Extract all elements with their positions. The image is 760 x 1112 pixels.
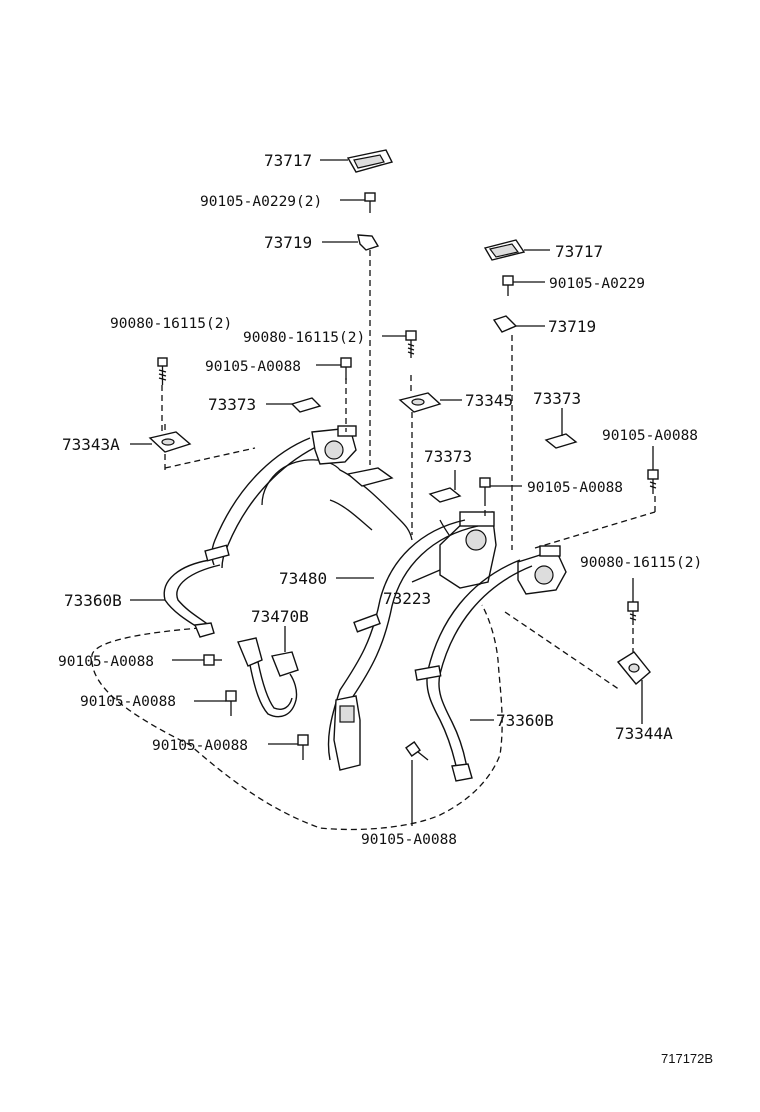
part-label-73717-right: 73717 xyxy=(555,242,603,261)
buckle-73470b-icon xyxy=(237,637,299,718)
part-label-73343a: 73343A xyxy=(62,435,120,454)
center-belt-73480 xyxy=(327,511,497,771)
part-label-90080-16115-right: 90080-16115(2) xyxy=(580,555,702,571)
retractor-right-icon xyxy=(517,545,567,595)
bolt-icon xyxy=(203,654,222,666)
anchor-plate-73344a-icon xyxy=(616,651,651,685)
part-label-73345: 73345 xyxy=(465,391,513,410)
center-anchor-group xyxy=(382,330,462,535)
top-left-cover-group xyxy=(320,149,394,487)
part-label-90105-a0088-left-1: 90105-A0088 xyxy=(58,654,154,670)
cover-73717-icon xyxy=(346,149,394,173)
bolt-icon xyxy=(627,601,639,625)
part-label-90080-16115-center: 90080-16115(2) xyxy=(243,330,365,346)
part-label-73373-center: 73373 xyxy=(424,447,472,466)
top-right-cover-group xyxy=(483,239,550,333)
bolt-icon xyxy=(340,357,352,380)
part-label-73360b-right: 73360B xyxy=(496,711,554,730)
part-label-90105-a0088-right: 90105-A0088 xyxy=(602,428,698,444)
part-label-73470b: 73470B xyxy=(251,607,309,626)
bolt-icon xyxy=(647,469,659,494)
bolt-icon xyxy=(225,690,237,716)
part-label-73480: 73480 xyxy=(279,569,327,588)
retractor-left-icon xyxy=(311,425,357,465)
part-label-90105-a0088-upper: 90105-A0088 xyxy=(205,359,301,375)
part-label-73344a: 73344A xyxy=(615,724,673,743)
diagram-reference-code: 717172B xyxy=(661,1051,713,1066)
buckle-center-icon xyxy=(333,695,361,771)
part-label-90105-a0088-bottom: 90105-A0088 xyxy=(361,832,457,848)
bolt-icon xyxy=(364,192,376,213)
bolt-icon xyxy=(297,734,309,760)
part-label-90105-a0088-left-3: 90105-A0088 xyxy=(152,738,248,754)
left-belt-73360b xyxy=(130,425,357,638)
left-lower-buckle-group xyxy=(172,626,429,826)
part-label-90105-a0229: 90105-A0229 xyxy=(549,276,645,292)
left-upper-anchor-group xyxy=(130,357,192,453)
right-lower-anchor-group xyxy=(616,578,651,724)
anchor-plate-73343a-icon xyxy=(148,431,192,453)
cover-73717-icon xyxy=(483,239,526,261)
retractor-center-icon xyxy=(439,511,497,589)
part-label-73373-left: 73373 xyxy=(208,395,256,414)
left-cover-group xyxy=(266,357,352,432)
bolt-icon xyxy=(502,275,514,296)
clip-73719-icon xyxy=(492,315,518,333)
part-label-90105-a0088-left-2: 90105-A0088 xyxy=(80,694,176,710)
right-belt-73360b xyxy=(414,545,567,782)
part-labels: 73717 90105-A0229(2) 73719 73717 90105-A… xyxy=(58,151,713,1066)
bolt-icon xyxy=(405,741,429,761)
bolt-icon xyxy=(157,357,168,385)
anchor-plate-73345-icon xyxy=(398,392,442,413)
bolt-icon xyxy=(479,477,491,500)
bolt-icon xyxy=(405,330,417,358)
part-label-73360b-left: 73360B xyxy=(64,591,122,610)
part-label-73717-top: 73717 xyxy=(264,151,312,170)
center-cover-group xyxy=(428,335,522,550)
part-label-73719-top: 73719 xyxy=(264,233,312,252)
part-label-90105-a0229-2: 90105-A0229(2) xyxy=(200,194,322,210)
clip-73719-icon xyxy=(357,234,380,251)
part-label-73223: 73223 xyxy=(383,589,431,608)
right-cover-group xyxy=(544,408,659,494)
part-label-73373-right: 73373 xyxy=(533,389,581,408)
part-label-90080-16115-left: 90080-16115(2) xyxy=(110,316,232,332)
part-label-90105-a0088-center: 90105-A0088 xyxy=(527,480,623,496)
part-label-73719-right: 73719 xyxy=(548,317,596,336)
